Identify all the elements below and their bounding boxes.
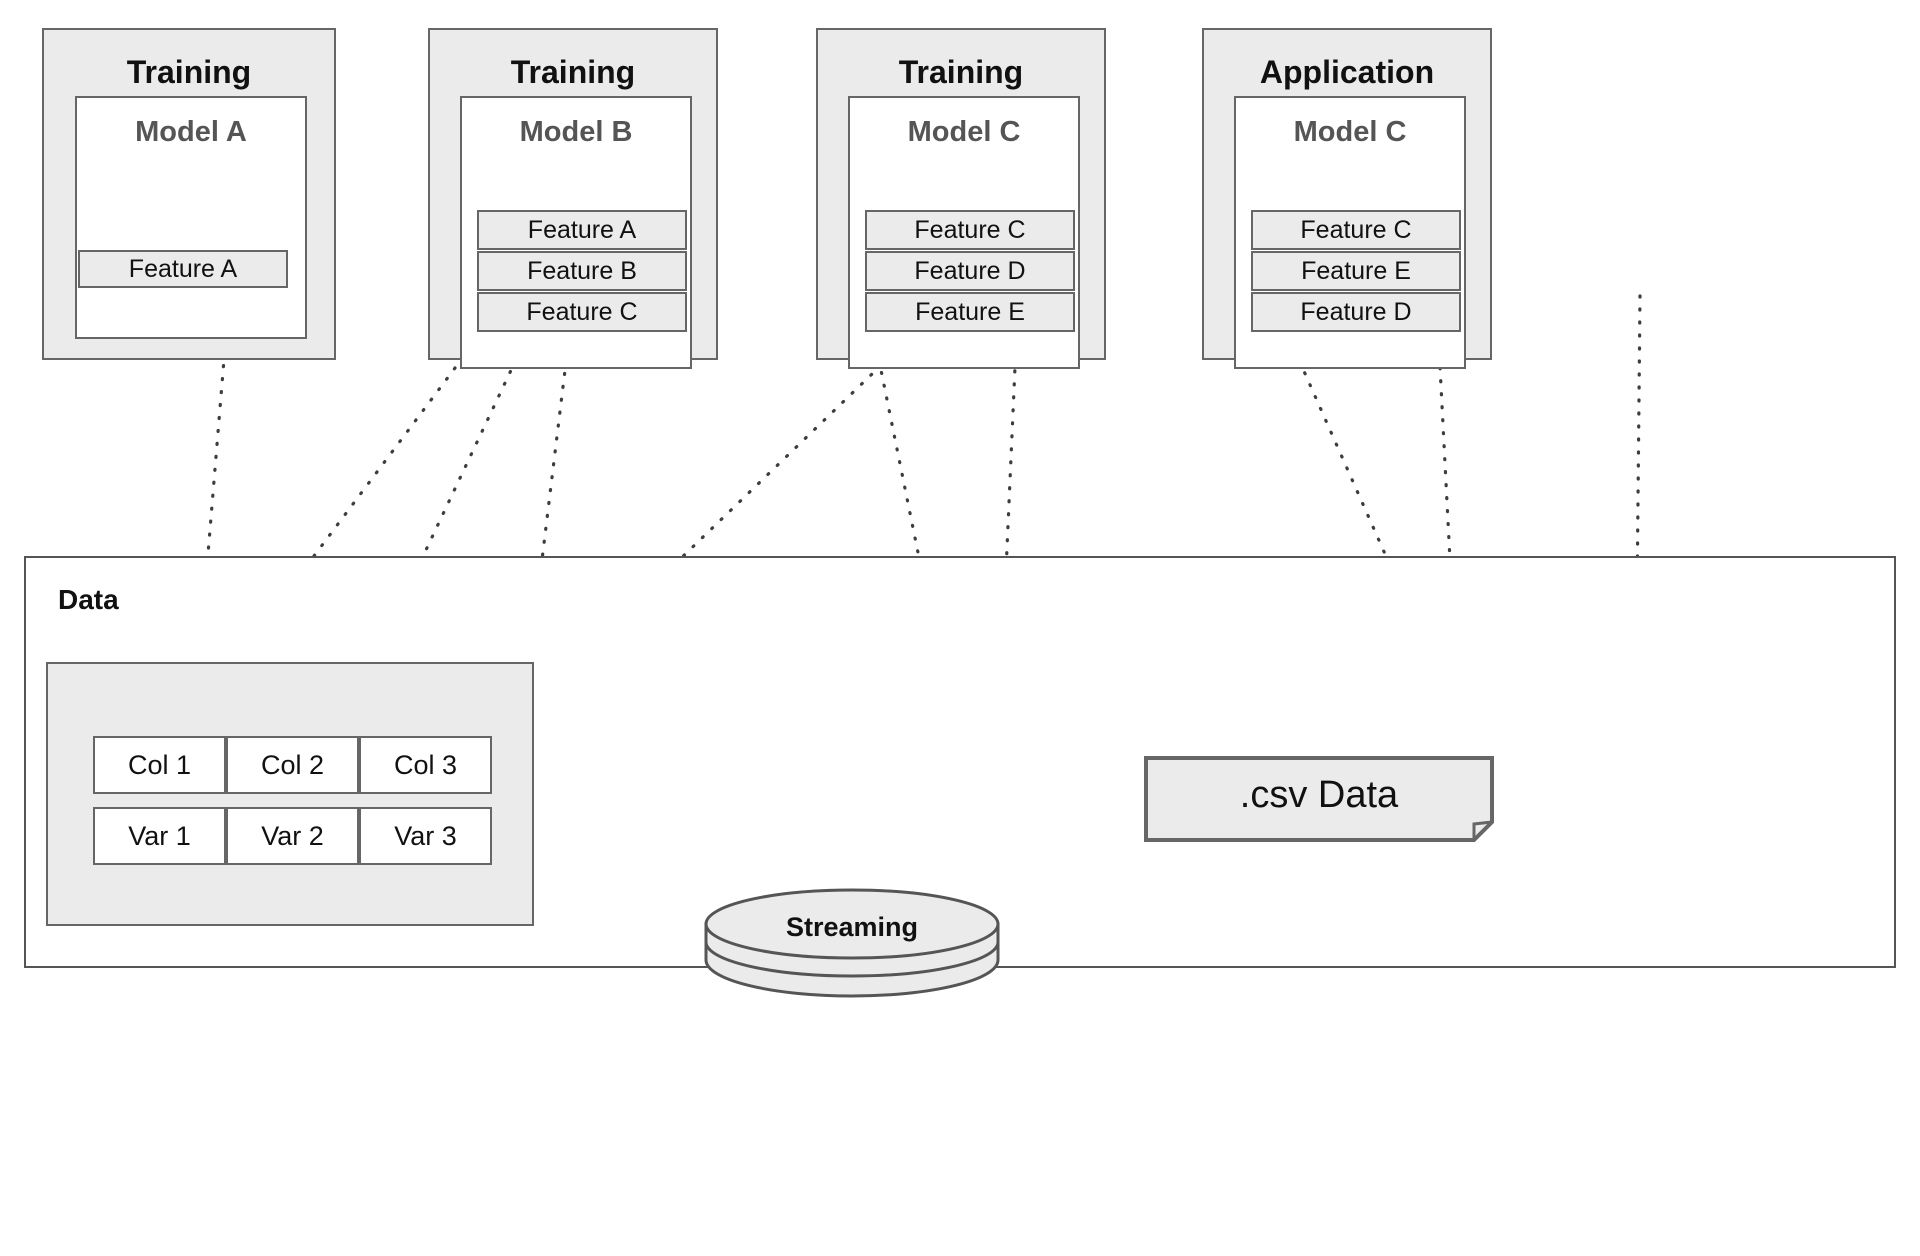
- table-header-cell-3[interactable]: Col 3: [359, 736, 492, 794]
- column-2-feature-2[interactable]: Feature B: [477, 251, 687, 291]
- column-3-phase-title: Training: [898, 54, 1024, 90]
- table-body-cell-3[interactable]: Var 3: [359, 807, 492, 865]
- document-icon: [1144, 756, 1494, 842]
- column-4-model-box: Model C Feature C Feature E Feature D: [1234, 96, 1466, 369]
- table-body-cell-1[interactable]: Var 1: [93, 807, 226, 865]
- data-panel: Data Col 1 Col 2 Col 3 Var 1 Var 2 Var 3…: [24, 556, 1896, 998]
- cylinder-icon: [704, 888, 1000, 998]
- column-1-feature-1[interactable]: Feature A: [78, 250, 288, 288]
- column-4-feature-3[interactable]: Feature D: [1251, 292, 1461, 332]
- column-4-feature-2[interactable]: Feature E: [1251, 251, 1461, 291]
- column-3-model-title: Model C: [907, 116, 1021, 148]
- column-1-model-title: Model A: [135, 116, 247, 148]
- column-2-feature-1[interactable]: Feature A: [477, 210, 687, 250]
- table-body-cell-2[interactable]: Var 2: [226, 807, 359, 865]
- streaming-label: Streaming: [785, 912, 919, 942]
- column-2-model-title: Model B: [519, 116, 633, 148]
- column-1-phase-title: Training: [126, 54, 252, 90]
- column-4-model-title: Model C: [1293, 116, 1407, 148]
- streaming-node[interactable]: Streaming: [702, 888, 1002, 1008]
- column-4-phase-title: Application: [1259, 54, 1435, 90]
- column-4-feature-1[interactable]: Feature C: [1251, 210, 1461, 250]
- column-3-feature-2[interactable]: Feature D: [865, 251, 1075, 291]
- table-header-cell-1[interactable]: Col 1: [93, 736, 226, 794]
- column-1-model-box: Model A Feature A: [75, 96, 307, 339]
- data-panel-label: Data: [58, 584, 119, 615]
- column-3-feature-3[interactable]: Feature E: [865, 292, 1075, 332]
- csv-data-node[interactable]: .csv Data: [1144, 756, 1494, 842]
- training-column-1: Training Model A Feature A: [42, 28, 336, 360]
- column-3-feature-1[interactable]: Feature C: [865, 210, 1075, 250]
- table-header-cell-2[interactable]: Col 2: [226, 736, 359, 794]
- column-3-model-box: Model C Feature C Feature D Feature E: [848, 96, 1080, 369]
- column-2-feature-3[interactable]: Feature C: [477, 292, 687, 332]
- column-2-phase-title: Training: [510, 54, 636, 90]
- column-2-model-box: Model B Feature A Feature B Feature C: [460, 96, 692, 369]
- csv-data-label: .csv Data: [1239, 774, 1399, 816]
- application-column-4: Application Model C Feature C Feature E …: [1202, 28, 1492, 369]
- training-column-3: Training Model C Feature C Feature D Fea…: [816, 28, 1106, 369]
- data-table-panel: Col 1 Col 2 Col 3 Var 1 Var 2 Var 3: [46, 662, 534, 926]
- training-column-2: Training Model B Feature A Feature B Fea…: [428, 28, 718, 369]
